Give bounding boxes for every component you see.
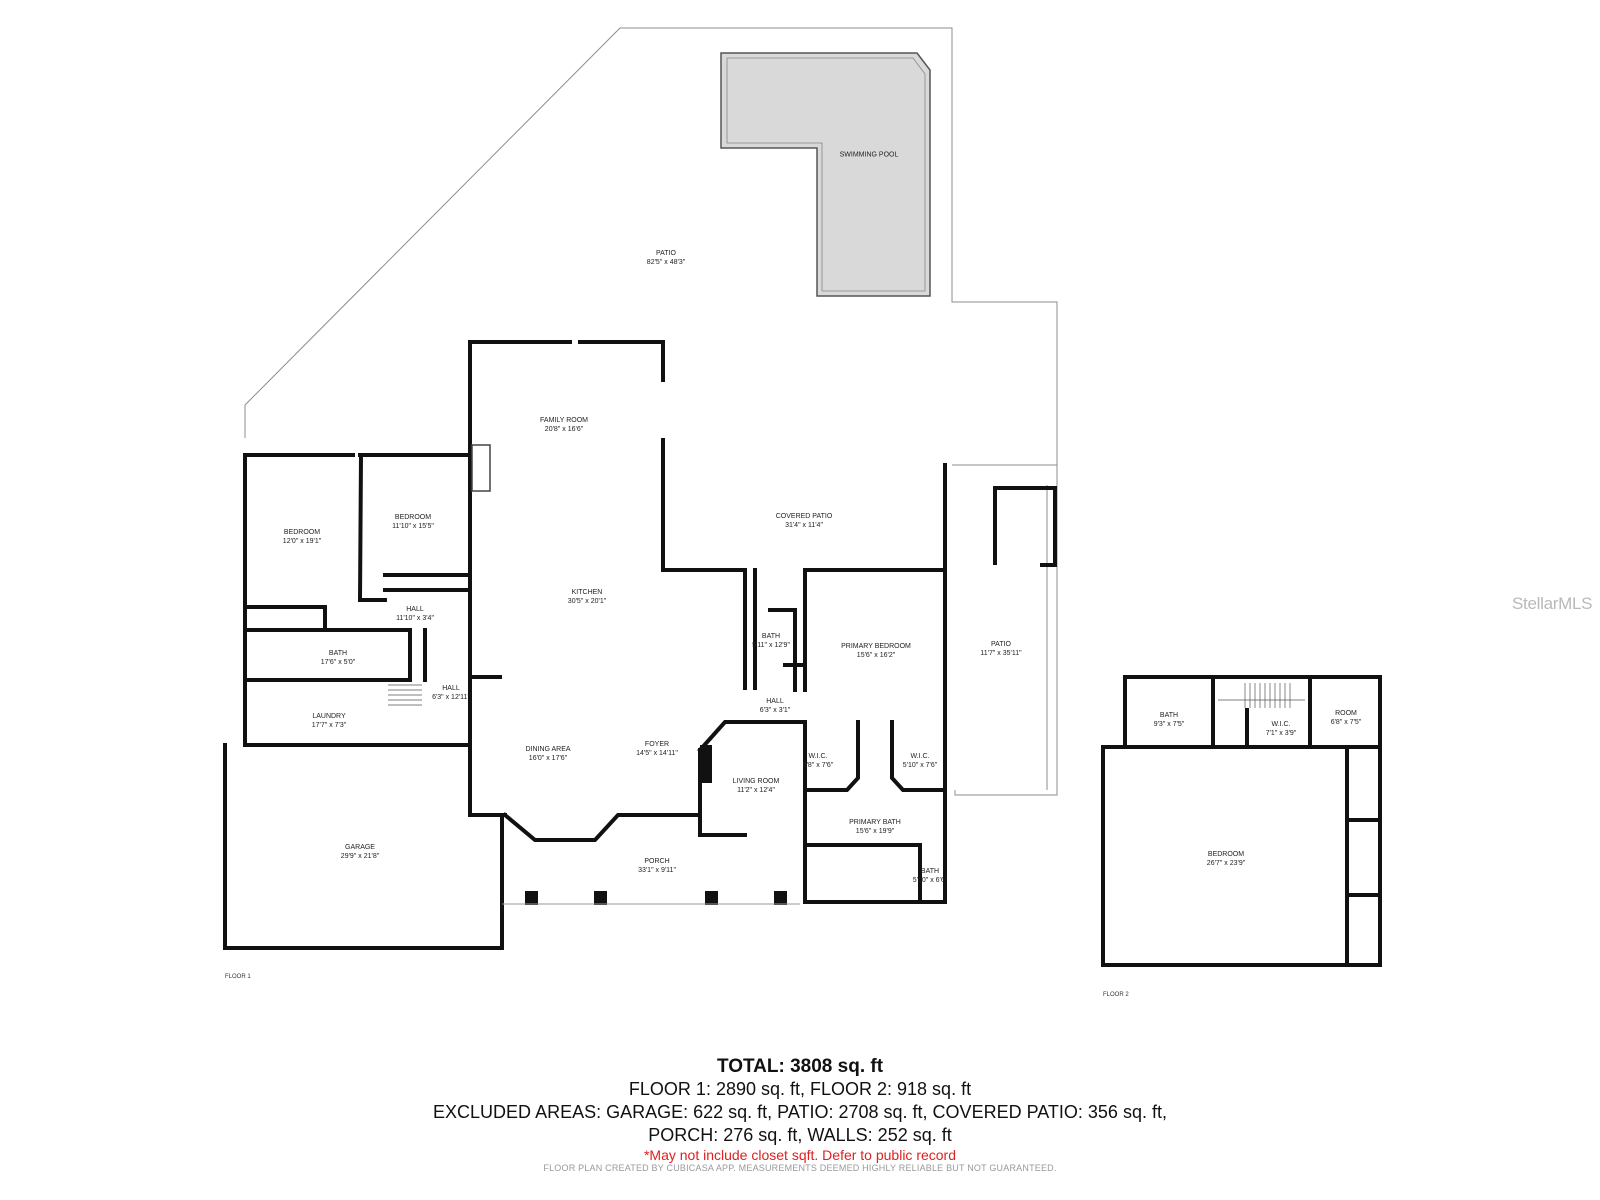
excluded-areas-line2: PORCH: 276 sq. ft, WALLS: 252 sq. ft	[648, 1125, 952, 1145]
room-label: W.I.C.7'1" x 3'9"	[1265, 721, 1297, 737]
floor-areas: FLOOR 1: 2890 sq. ft, FLOOR 2: 918 sq. f…	[628, 1079, 972, 1099]
watermark-logo: StellarMLS	[1512, 594, 1593, 613]
swimming-pool	[720, 52, 931, 297]
area-summary: TOTAL: 3808 sq. ft FLOOR 1: 2890 sq. ft,…	[0, 1055, 1600, 1174]
porch-posts	[525, 891, 787, 905]
closet-note: *May not include closet sqft. Defer to p…	[643, 1147, 957, 1163]
floor-1-label: FLOOR 1	[225, 974, 251, 980]
total-area: TOTAL: 3808 sq. ft	[716, 1056, 884, 1077]
room-label: W.I.C.5'10" x 7'6"	[902, 753, 938, 769]
patio-outline	[244, 27, 1058, 796]
floor1-walls	[223, 340, 947, 950]
swimming-pool-edge	[726, 57, 926, 292]
room-label: SWIMMING POOL	[839, 151, 899, 159]
credit-line: FLOOR PLAN CREATED BY CUBICASA APP. MEAS…	[543, 1163, 1057, 1173]
fireplace	[471, 444, 491, 492]
room-label: W.I.C.5'8" x 7'6"	[802, 753, 834, 769]
floor2-walls	[1101, 675, 1382, 967]
floor-2-label: FLOOR 2	[1103, 992, 1129, 998]
stairs-floor2	[1218, 683, 1305, 708]
fireplace-living	[700, 745, 712, 783]
excluded-areas-line1: EXCLUDED AREAS: GARAGE: 622 sq. ft, PATI…	[433, 1102, 1167, 1122]
stairs-floor1	[388, 684, 422, 706]
patio-shed	[993, 486, 1057, 567]
